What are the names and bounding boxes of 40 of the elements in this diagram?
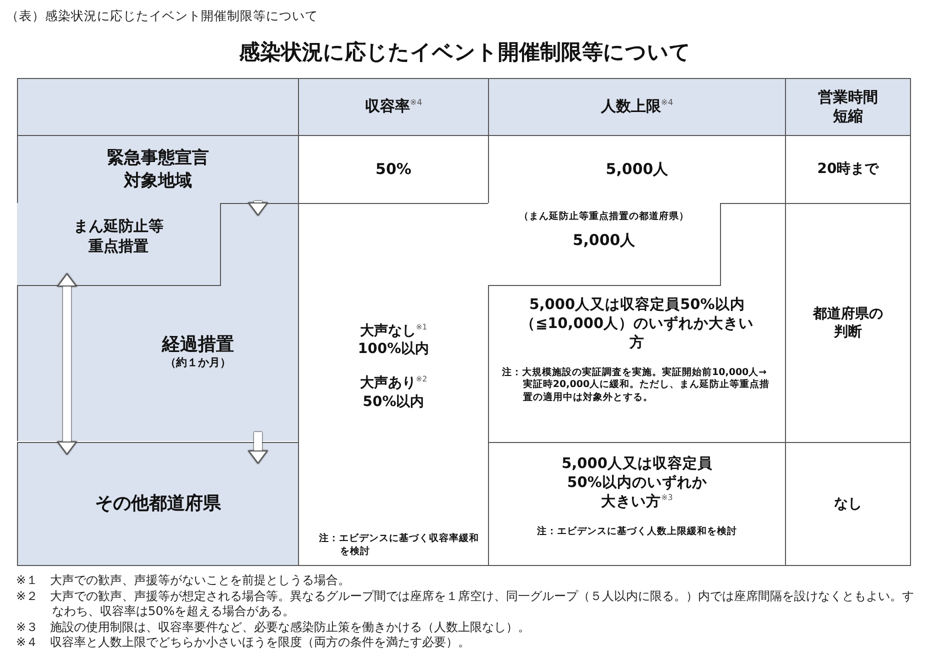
cell-text: 5,000人又は収容定員50%以内（≦10,000人）のいずれか大きい方	[519, 296, 755, 353]
cell-text: 5,000人	[572, 231, 636, 251]
cell-text: 50%	[376, 160, 412, 180]
header-cell	[298, 78, 489, 136]
block-arrow	[58, 274, 76, 454]
cell-text: 20時まで	[817, 160, 879, 179]
cell-text: 5,000人又は収容定員50%以内のいずれか大きい方$^{※3}$	[560, 455, 714, 512]
cell-text: 大声あり$^{※2}$ 50%以内	[358, 374, 428, 411]
cell-text: 大声なし$^{※1}$ 100%以内	[356, 322, 430, 358]
cell-text: 人数上限$^{※4}$	[600, 97, 674, 117]
cell-text: 収容率$^{※4}$	[364, 97, 422, 117]
header-cell	[17, 135, 299, 204]
cell-text: 緊急事態宣言対象地域	[106, 147, 210, 192]
block-arrow	[248, 201, 268, 216]
header-cell	[17, 203, 221, 286]
footnote: ※１ 大声での歓声、声援等がないことを前提としうる場合。	[16, 573, 352, 588]
cell-text: （まん延防止等重点措置の都道府県）	[519, 211, 689, 224]
cell-text: （約１か月）	[165, 356, 231, 370]
cell-text: その他都道府県	[95, 492, 221, 516]
cell-text: まん延防止等重点措置	[72, 217, 164, 256]
header-cell	[785, 78, 911, 136]
footnote: ※４ 収容率と人数上限でどちらか小さいほうを限度（両方の条件を満たす必要）。	[16, 635, 472, 650]
header-cell	[17, 442, 299, 566]
cell-text: 5,000人	[606, 160, 668, 180]
stage-box	[17, 203, 299, 441]
cell-text: 都道府県の判断	[812, 304, 884, 342]
table-cell	[785, 442, 911, 566]
footnote: ※２ 大声での歓声、声援等が想定される場合等。異なるグループ間では座席を１席空け、同一グループ（５人以内に限る。）内では座席間隔を設けなくともよい。すなわち、収容率は50%を超える場合がある。	[16, 588, 916, 620]
caption-text: （表）感染状況に応じたイベント開催制限等について	[6, 8, 318, 25]
title: 感染状況に応じたイベント開催制限等について	[238, 39, 692, 66]
cell-text: 経過措置	[162, 332, 234, 356]
cell-text: なし	[834, 494, 862, 514]
note-text: 注：エビデンスに基づく収容率緩和を検討	[319, 533, 479, 559]
cell-text: 営業時間短縮	[817, 88, 879, 126]
note-text: 注：大規模施設の実証調査を実施。実証開始前10,000人→実証時20,000人に緩和。ただし、まん延防止等重点措置の適用中は対象外とする。	[502, 366, 771, 405]
note-text: 注：エビデンスに基づく人数上限緩和を検討	[537, 526, 737, 538]
footnote: ※３ 施設の使用制限は、収容率要件など、必要な感染防止策を働きかける（人数上限なし）。	[16, 620, 532, 635]
block-arrow	[248, 432, 268, 464]
header-cell	[488, 78, 786, 136]
header-cell	[17, 78, 299, 136]
